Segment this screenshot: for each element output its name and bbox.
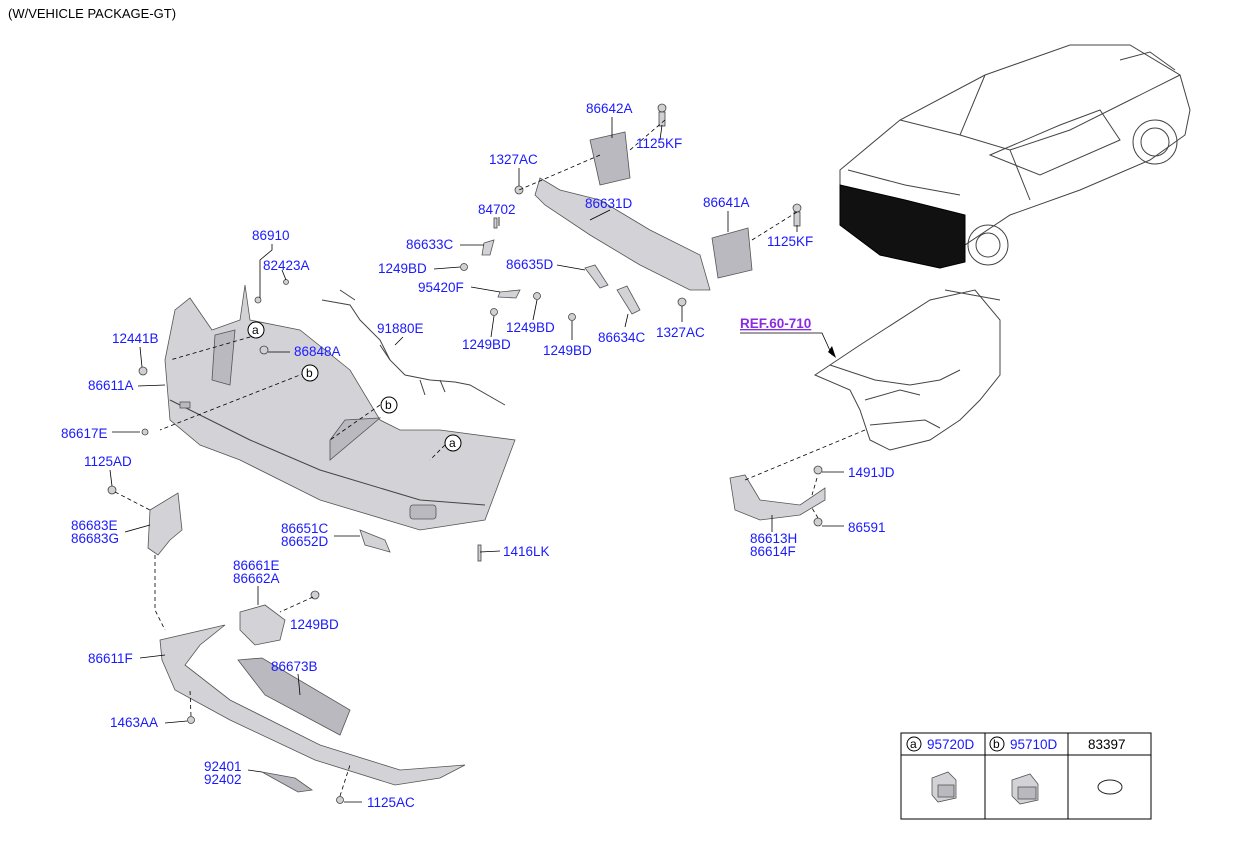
legend-part-95710D: 95710D (1010, 737, 1058, 752)
label-86613H[interactable]: 86613H (750, 531, 797, 546)
svg-text:a: a (252, 323, 259, 337)
fasteners (107, 103, 823, 804)
label-86683E[interactable]: 86683E (71, 518, 118, 533)
label-86617E[interactable]: 86617E (61, 426, 108, 441)
label-84702[interactable]: 84702 (478, 202, 516, 217)
lower-valance (159, 624, 466, 793)
callout-b-1: b (301, 364, 319, 382)
bumper-cover (164, 284, 516, 531)
leader-lines (109, 117, 844, 803)
label-1125AC[interactable]: 1125AC (367, 795, 415, 810)
svg-text:a: a (449, 436, 456, 450)
svg-text:a: a (910, 737, 917, 751)
quarter-panel-outline (813, 289, 1001, 451)
back-beam (534, 131, 753, 291)
label-1463AA[interactable]: 1463AA (110, 715, 158, 730)
label-1249BD-e[interactable]: 1249BD (290, 617, 339, 632)
label-86662A[interactable]: 86662A (233, 571, 280, 586)
label-1249BD-b[interactable]: 1249BD (506, 320, 555, 335)
variant-header: (W/VEHICLE PACKAGE-GT) (8, 6, 176, 21)
svg-text:b: b (306, 366, 313, 380)
legend-table: a 95720D b 95710D 83397 (900, 732, 1152, 820)
label-86848A[interactable]: 86848A (294, 344, 341, 359)
exhaust-tip (239, 604, 286, 646)
label-86591[interactable]: 86591 (848, 520, 886, 535)
label-1249BD-d[interactable]: 1249BD (543, 343, 592, 358)
label-86683G[interactable]: 86683G (71, 531, 119, 546)
sensor-a-icon (931, 771, 957, 803)
label-95420F[interactable]: 95420F (418, 280, 464, 295)
label-92401[interactable]: 92401 (204, 759, 242, 774)
label-86633C[interactable]: 86633C (406, 237, 454, 252)
label-86634C[interactable]: 86634C (598, 330, 646, 345)
label-86611F[interactable]: 86611F (88, 651, 133, 666)
svg-text:b: b (385, 398, 392, 412)
callout-a-2: a (444, 434, 462, 452)
label-1125KF-right[interactable]: 1125KF (767, 234, 813, 249)
label-12441B[interactable]: 12441B (112, 331, 159, 346)
wiring-harness (321, 299, 506, 406)
label-86631D[interactable]: 86631D (585, 196, 633, 211)
legend-part-95720D: 95720D (927, 737, 975, 752)
legend-cell-b[interactable]: b 95710D (989, 736, 1058, 752)
ref-link[interactable]: REF.60-710 (740, 316, 811, 331)
bracket-95420F (497, 289, 521, 299)
label-91880E[interactable]: 91880E (377, 321, 424, 336)
assembly-lines (114, 119, 866, 797)
o-ring-icon (1097, 779, 1123, 795)
label-1491JD[interactable]: 1491JD (848, 465, 895, 480)
label-92402[interactable]: 92402 (204, 772, 242, 787)
label-86642A[interactable]: 86642A (586, 101, 633, 116)
callout-a-1: a (247, 321, 265, 339)
label-86651C[interactable]: 86651C (281, 521, 329, 536)
label-1249BD-c[interactable]: 1249BD (462, 337, 511, 352)
ref-leader (740, 332, 833, 356)
reflector (359, 529, 391, 553)
bracket-86633C (481, 239, 495, 256)
label-86673B[interactable]: 86673B (271, 659, 318, 674)
callout-b-2: b (380, 396, 398, 414)
part-labels: 86642A 1125KF 1327AC 84702 86631D 86641A… (61, 101, 895, 810)
label-86635D[interactable]: 86635D (506, 257, 554, 272)
label-1327AC-bottom[interactable]: 1327AC (656, 325, 705, 340)
label-86910[interactable]: 86910 (252, 228, 290, 243)
label-86641A[interactable]: 86641A (703, 195, 750, 210)
label-1327AC-top[interactable]: 1327AC (489, 152, 538, 167)
label-86652D[interactable]: 86652D (281, 534, 329, 549)
legend-part-83397: 83397 (1088, 737, 1126, 752)
side-molding (729, 474, 826, 521)
legend-cell-c[interactable]: 83397 (1088, 737, 1126, 752)
legend-cell-a[interactable]: a 95720D (906, 736, 975, 752)
label-1249BD-a[interactable]: 1249BD (378, 261, 427, 276)
bracket-86635D (584, 264, 609, 289)
label-86661E[interactable]: 86661E (233, 558, 280, 573)
vehicle-illustration (839, 44, 1191, 269)
label-82423A[interactable]: 82423A (263, 258, 310, 273)
sensor-b-icon (1011, 773, 1039, 805)
label-1416LK[interactable]: 1416LK (503, 544, 550, 559)
label-86614F[interactable]: 86614F (750, 544, 796, 559)
bracket-86634C (616, 285, 641, 315)
svg-text:b: b (993, 737, 1000, 751)
label-1125KF-top[interactable]: 1125KF (636, 136, 682, 151)
side-bracket (147, 492, 183, 556)
label-1125AD[interactable]: 1125AD (84, 454, 132, 469)
label-86611A[interactable]: 86611A (88, 378, 134, 393)
